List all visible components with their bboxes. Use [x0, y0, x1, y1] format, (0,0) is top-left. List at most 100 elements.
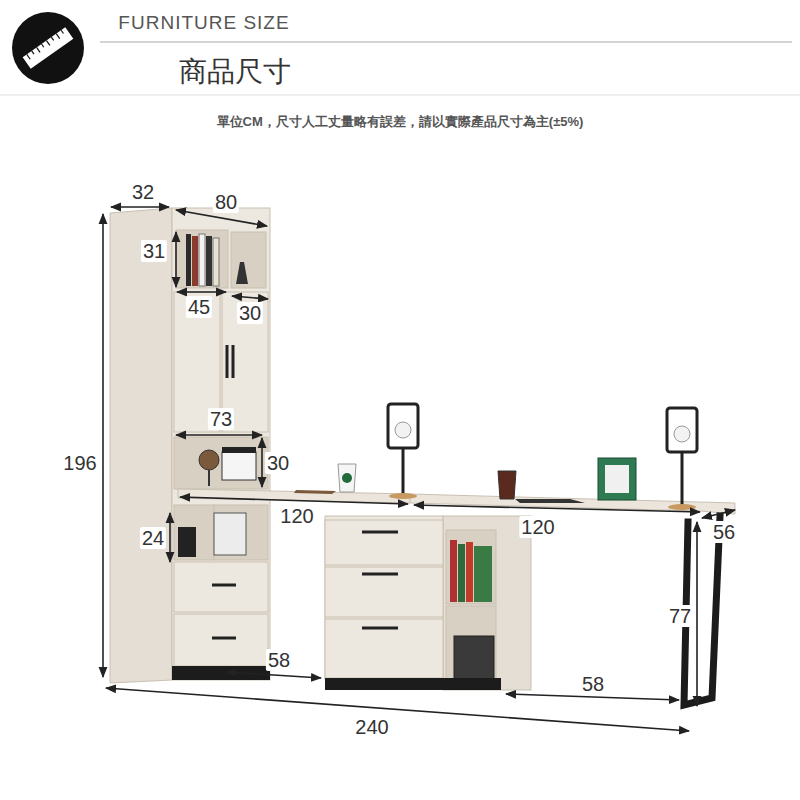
dimension-label: 30 — [265, 452, 291, 474]
drawer-cabinet-part — [474, 546, 492, 602]
desk-decor-part — [342, 473, 352, 483]
drawer-cabinet — [325, 516, 531, 690]
header-rules-part — [0, 95, 800, 96]
drawer-cabinet-part — [466, 542, 473, 602]
dimension-lines-part — [169, 513, 171, 562]
desk-decor-part — [598, 458, 636, 500]
drawer-cabinet-part — [325, 619, 443, 678]
desk-decor-part — [605, 465, 629, 493]
desk-decor-part — [674, 426, 690, 442]
page-title: 商品尺寸 — [179, 57, 291, 88]
dimension-label: 77 — [667, 605, 693, 627]
dimension-label: 58 — [580, 673, 606, 695]
drawer-cabinet-part — [443, 516, 531, 690]
drawer-cabinet-part — [325, 516, 443, 680]
dimension-label: 80 — [213, 191, 239, 213]
dimension-lines — [103, 207, 735, 731]
dimension-label: 56 — [711, 521, 737, 543]
bookcase-part — [192, 236, 198, 286]
drawer-cabinet-part — [362, 627, 398, 630]
bookcase-part — [214, 513, 246, 555]
bookcase-part — [236, 262, 248, 284]
bookcase-part — [174, 614, 268, 666]
bookcase-part — [231, 232, 266, 288]
bookcase — [110, 208, 270, 683]
desk-decor-part — [498, 471, 516, 499]
dimension-label: 30 — [237, 302, 263, 324]
desk-decor-part — [294, 490, 336, 494]
desk-decor-part — [395, 422, 411, 438]
dimension-label: 120 — [278, 505, 315, 527]
dimension-label: 240 — [353, 716, 390, 738]
bookcase-part — [222, 447, 256, 453]
bookcase-part — [178, 527, 196, 557]
dimension-label: 31 — [141, 240, 167, 262]
drawer-cabinet-part — [325, 567, 443, 617]
dimension-lines-part — [180, 497, 408, 504]
drawer-cabinet-part — [362, 573, 398, 576]
header-icon-part-part — [27, 30, 65, 59]
bookcase-part — [176, 230, 228, 288]
desk-decor-part — [388, 404, 418, 448]
header-rules — [0, 42, 800, 95]
dimension-lines-part — [414, 505, 700, 512]
dimension-label: 32 — [130, 181, 156, 203]
bookcase-part — [172, 208, 270, 680]
dimension-lines-part — [177, 291, 226, 293]
dimension-lines-part — [232, 296, 268, 299]
desk-decor-part — [338, 464, 356, 492]
dimension-lines-part — [102, 214, 104, 677]
bookcase-part — [199, 234, 205, 286]
dimension-label: 24 — [140, 527, 166, 549]
dimension-label: 196 — [61, 452, 98, 474]
dimension-label: 45 — [186, 296, 212, 318]
drawer-cabinet-part — [325, 678, 501, 690]
dimension-label: 58 — [266, 649, 292, 671]
drawer-cabinet-part — [458, 544, 465, 602]
dimension-label: 73 — [208, 408, 234, 430]
header-icon-part — [12, 12, 84, 84]
desk-decor-part — [389, 493, 417, 499]
bookcase-part — [199, 450, 219, 470]
desk-decor-part — [515, 499, 585, 503]
desk-top — [178, 489, 735, 514]
bookcase-part — [110, 208, 172, 683]
drawer-cabinet-part — [446, 606, 496, 682]
desk-decor — [294, 404, 697, 510]
bookcase-part — [206, 236, 212, 286]
header-icon-part-part — [23, 27, 74, 68]
desk-decor-part — [667, 408, 697, 452]
bookcase-part — [212, 637, 236, 640]
bookcase-part — [212, 584, 236, 587]
bookcase-part — [226, 345, 229, 378]
dimension-label: 120 — [519, 516, 556, 538]
desk-decor-part — [681, 452, 684, 505]
bookcase-part — [172, 666, 270, 680]
dimension-lines-part — [226, 672, 321, 678]
drawer-cabinet-part — [446, 530, 496, 604]
bookcase-part — [213, 238, 219, 286]
bookcase-part — [174, 505, 214, 560]
desk-decor-part — [668, 504, 696, 510]
bookcase-part — [232, 345, 235, 378]
dimension-lines-part — [175, 232, 177, 287]
desk-top-part — [178, 489, 735, 514]
dimension-lines-part — [261, 438, 263, 487]
dimension-lines-part — [111, 206, 169, 208]
bookcase-part — [222, 452, 256, 480]
drawer-cabinet-part — [454, 636, 494, 680]
bookcase-part — [174, 437, 268, 489]
drawer-cabinet-part — [362, 531, 398, 534]
bookcase-part — [208, 470, 210, 486]
desk-decor-part — [402, 448, 405, 494]
unit-note: 單位CM，尺寸人工丈量略有誤差，請以實際產品尺寸為主(±5%) — [217, 115, 584, 129]
bookcase-part — [186, 234, 191, 286]
dimension-lines-part — [176, 434, 262, 436]
header-icon-part — [23, 27, 74, 68]
bookcase-part — [214, 505, 268, 560]
drawer-cabinet-part — [450, 540, 457, 602]
header-icon — [12, 12, 84, 84]
dimension-lines-part — [702, 510, 735, 518]
header-text: FURNITURE SIZE — [118, 13, 289, 34]
